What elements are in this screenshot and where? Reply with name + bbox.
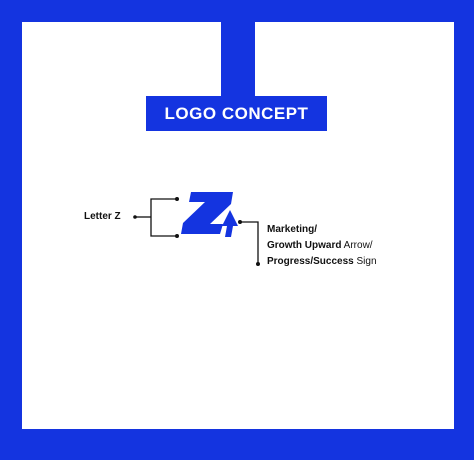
concept-line-2: Growth Upward Arrow/	[267, 240, 373, 251]
concept-line-1: Marketing/	[267, 224, 318, 235]
z-arrow-logo-icon	[181, 192, 238, 237]
logo-concept-title: LOGO CONCEPT	[146, 96, 327, 131]
letter-z-label: Letter Z	[84, 211, 121, 222]
concept-line-3: Progress/Success Sign	[267, 256, 377, 267]
title-text: LOGO CONCEPT	[164, 103, 309, 123]
white-panel-right	[255, 22, 454, 429]
white-panel-center	[221, 96, 255, 429]
